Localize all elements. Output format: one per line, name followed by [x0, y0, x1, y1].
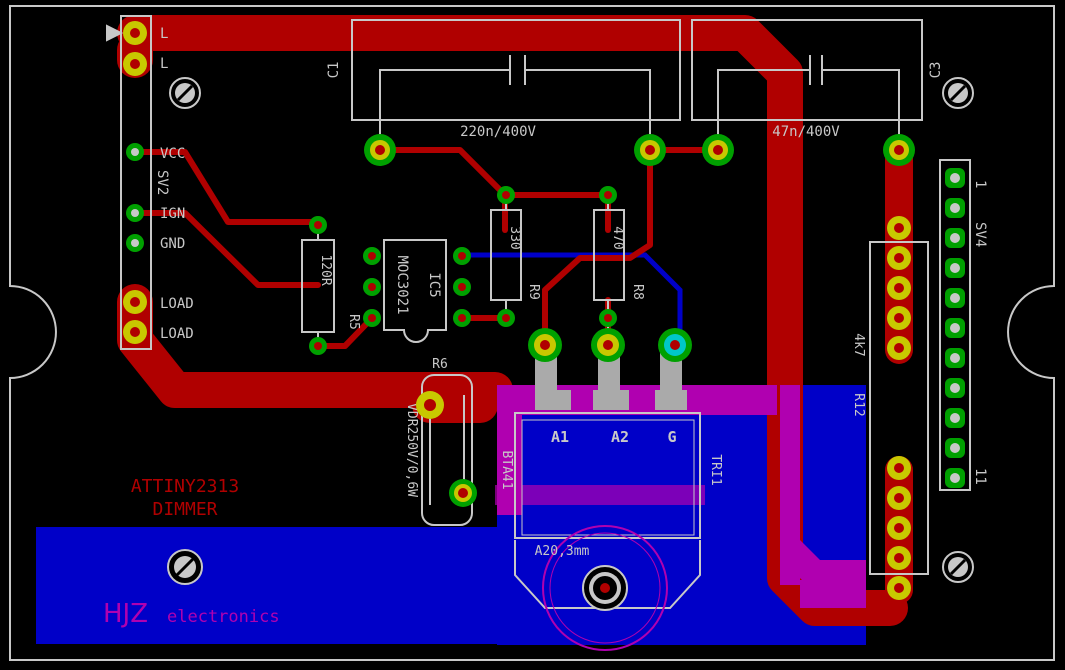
sv2-pads: [123, 21, 147, 344]
triac-pin-a1: A1: [551, 428, 569, 446]
sv4-last-pin: 11: [972, 468, 988, 485]
ic5-ref: IC5: [426, 272, 442, 297]
board-title-line1: ATTINY2313: [131, 476, 239, 497]
r6-value: VDR250V/0,6W: [404, 403, 419, 497]
board-title-line2: DIMMER: [152, 499, 217, 520]
triac-ref: TRI1: [708, 454, 723, 485]
sv2-pin-label-1: L: [160, 26, 168, 42]
sv4-first-pin: 1: [972, 180, 988, 188]
c3-value: 47n/400V: [772, 124, 840, 140]
sv2-pin-label-2: L: [160, 56, 168, 72]
capacitor-c3: [691, 19, 923, 150]
triac-value: BTA41: [499, 450, 514, 489]
sv4-ref: SV4: [972, 222, 988, 247]
logo: HJZ electronics: [103, 599, 280, 629]
connector-sv4: [939, 159, 971, 491]
c3-ref: C3: [928, 62, 944, 79]
mounting-holes: [167, 77, 974, 585]
c1-value: 220n/400V: [460, 124, 536, 140]
sv2-pin-label-load-1: LOAD: [160, 296, 194, 312]
r5-ref: R5: [346, 314, 361, 330]
sv2-ref-label: SV2: [154, 170, 170, 195]
c1-ref: C1: [326, 62, 342, 79]
r6-ref: R6: [432, 357, 448, 372]
connector-sv2: [106, 15, 152, 350]
r8-ref: R8: [630, 284, 645, 300]
r12-value: 4k7: [851, 333, 866, 356]
sv2-pin-label-ign: IGN: [160, 206, 185, 222]
bottom-copper-layer: [36, 252, 866, 645]
sv2-labels: L L VCC IGN GND LOAD LOAD SV2: [154, 26, 194, 342]
sv2-pin-label-load-2: LOAD: [160, 326, 194, 342]
board-outline: [9, 5, 1055, 661]
board-title: ATTINY2313 DIMMER: [131, 476, 239, 520]
ic5-value: MOC3021: [394, 255, 410, 314]
triac-pin-g: G: [667, 428, 676, 446]
triac-pin-a2: A2: [611, 428, 629, 446]
r12-ref: R12: [851, 393, 866, 416]
sv2-pin-label-gnd: GND: [160, 236, 185, 252]
mounting-hole-icon: [942, 551, 974, 583]
resistor-r12-body: [869, 241, 929, 575]
sv4-pins: [945, 168, 965, 488]
mounting-hole-icon: [167, 549, 203, 585]
ic5-outline: [383, 239, 447, 343]
heatsink-label: A20,3mm: [535, 544, 590, 559]
r5-value: 120R: [318, 254, 333, 285]
pin1-marker: [106, 24, 124, 42]
logo-sub: electronics: [167, 607, 280, 627]
mounting-hole-icon: [942, 77, 974, 109]
r9-ref: R9: [526, 284, 541, 300]
capacitor-c1: [351, 19, 681, 150]
r8-value: 470: [610, 226, 625, 249]
triac-package: [514, 345, 701, 651]
sv2-pin-label-vcc: VCC: [160, 146, 185, 162]
mounting-hole-icon: [169, 77, 201, 109]
logo-main: HJZ: [103, 599, 148, 629]
r9-value: 330: [507, 226, 522, 249]
pads: [123, 21, 915, 600]
